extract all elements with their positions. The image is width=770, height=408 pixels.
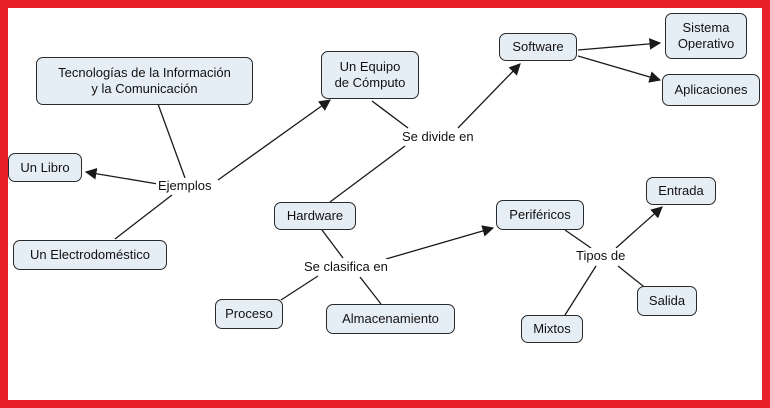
node-software: Software [499, 33, 577, 61]
phrase-ejemplos: Ejemplos [156, 178, 214, 194]
link-tipos-entrada [615, 206, 663, 249]
phrase-tipos-de: Tipos de [574, 248, 628, 264]
node-almacenamiento: Almacenamiento [326, 304, 455, 334]
link-hardware-clasifica [321, 229, 344, 259]
node-mixtos: Mixtos [521, 315, 583, 343]
link-equipo-divide [371, 100, 409, 129]
node-proceso: Proceso [215, 299, 283, 329]
link-software-sistema [577, 38, 662, 51]
node-sistema-operativo: Sistema Operativo [665, 13, 747, 59]
phrase-se-divide-en: Se divide en [400, 129, 476, 145]
link-clasifica-almacenamiento [359, 276, 382, 305]
link-tic-ejemplos [157, 103, 186, 179]
node-tic: Tecnologías de la Información y la Comun… [36, 57, 253, 105]
link-divide-hardware [329, 145, 406, 203]
node-equipo-computo: Un Equipo de Cómputo [321, 51, 419, 99]
link-software-aplicaciones [577, 55, 662, 83]
node-aplicaciones: Aplicaciones [662, 74, 760, 106]
link-clasifica-perifericos [385, 225, 495, 260]
link-ejemplos-electro [114, 194, 173, 240]
link-clasifica-proceso [280, 275, 319, 301]
link-perifericos-tipos [564, 229, 592, 249]
link-ejemplos-equipo [217, 99, 331, 181]
phrase-se-clasifica-en: Se clasifica en [302, 259, 390, 275]
link-ejemplos-libro [84, 167, 159, 185]
link-divide-software [457, 63, 521, 129]
node-salida: Salida [637, 286, 697, 316]
node-electrodomestico: Un Electrodoméstico [13, 240, 167, 270]
node-entrada: Entrada [646, 177, 716, 205]
node-libro: Un Libro [8, 153, 82, 182]
link-tipos-mixtos [564, 265, 597, 316]
node-hardware: Hardware [274, 202, 356, 230]
node-perifericos: Periféricos [496, 200, 584, 230]
